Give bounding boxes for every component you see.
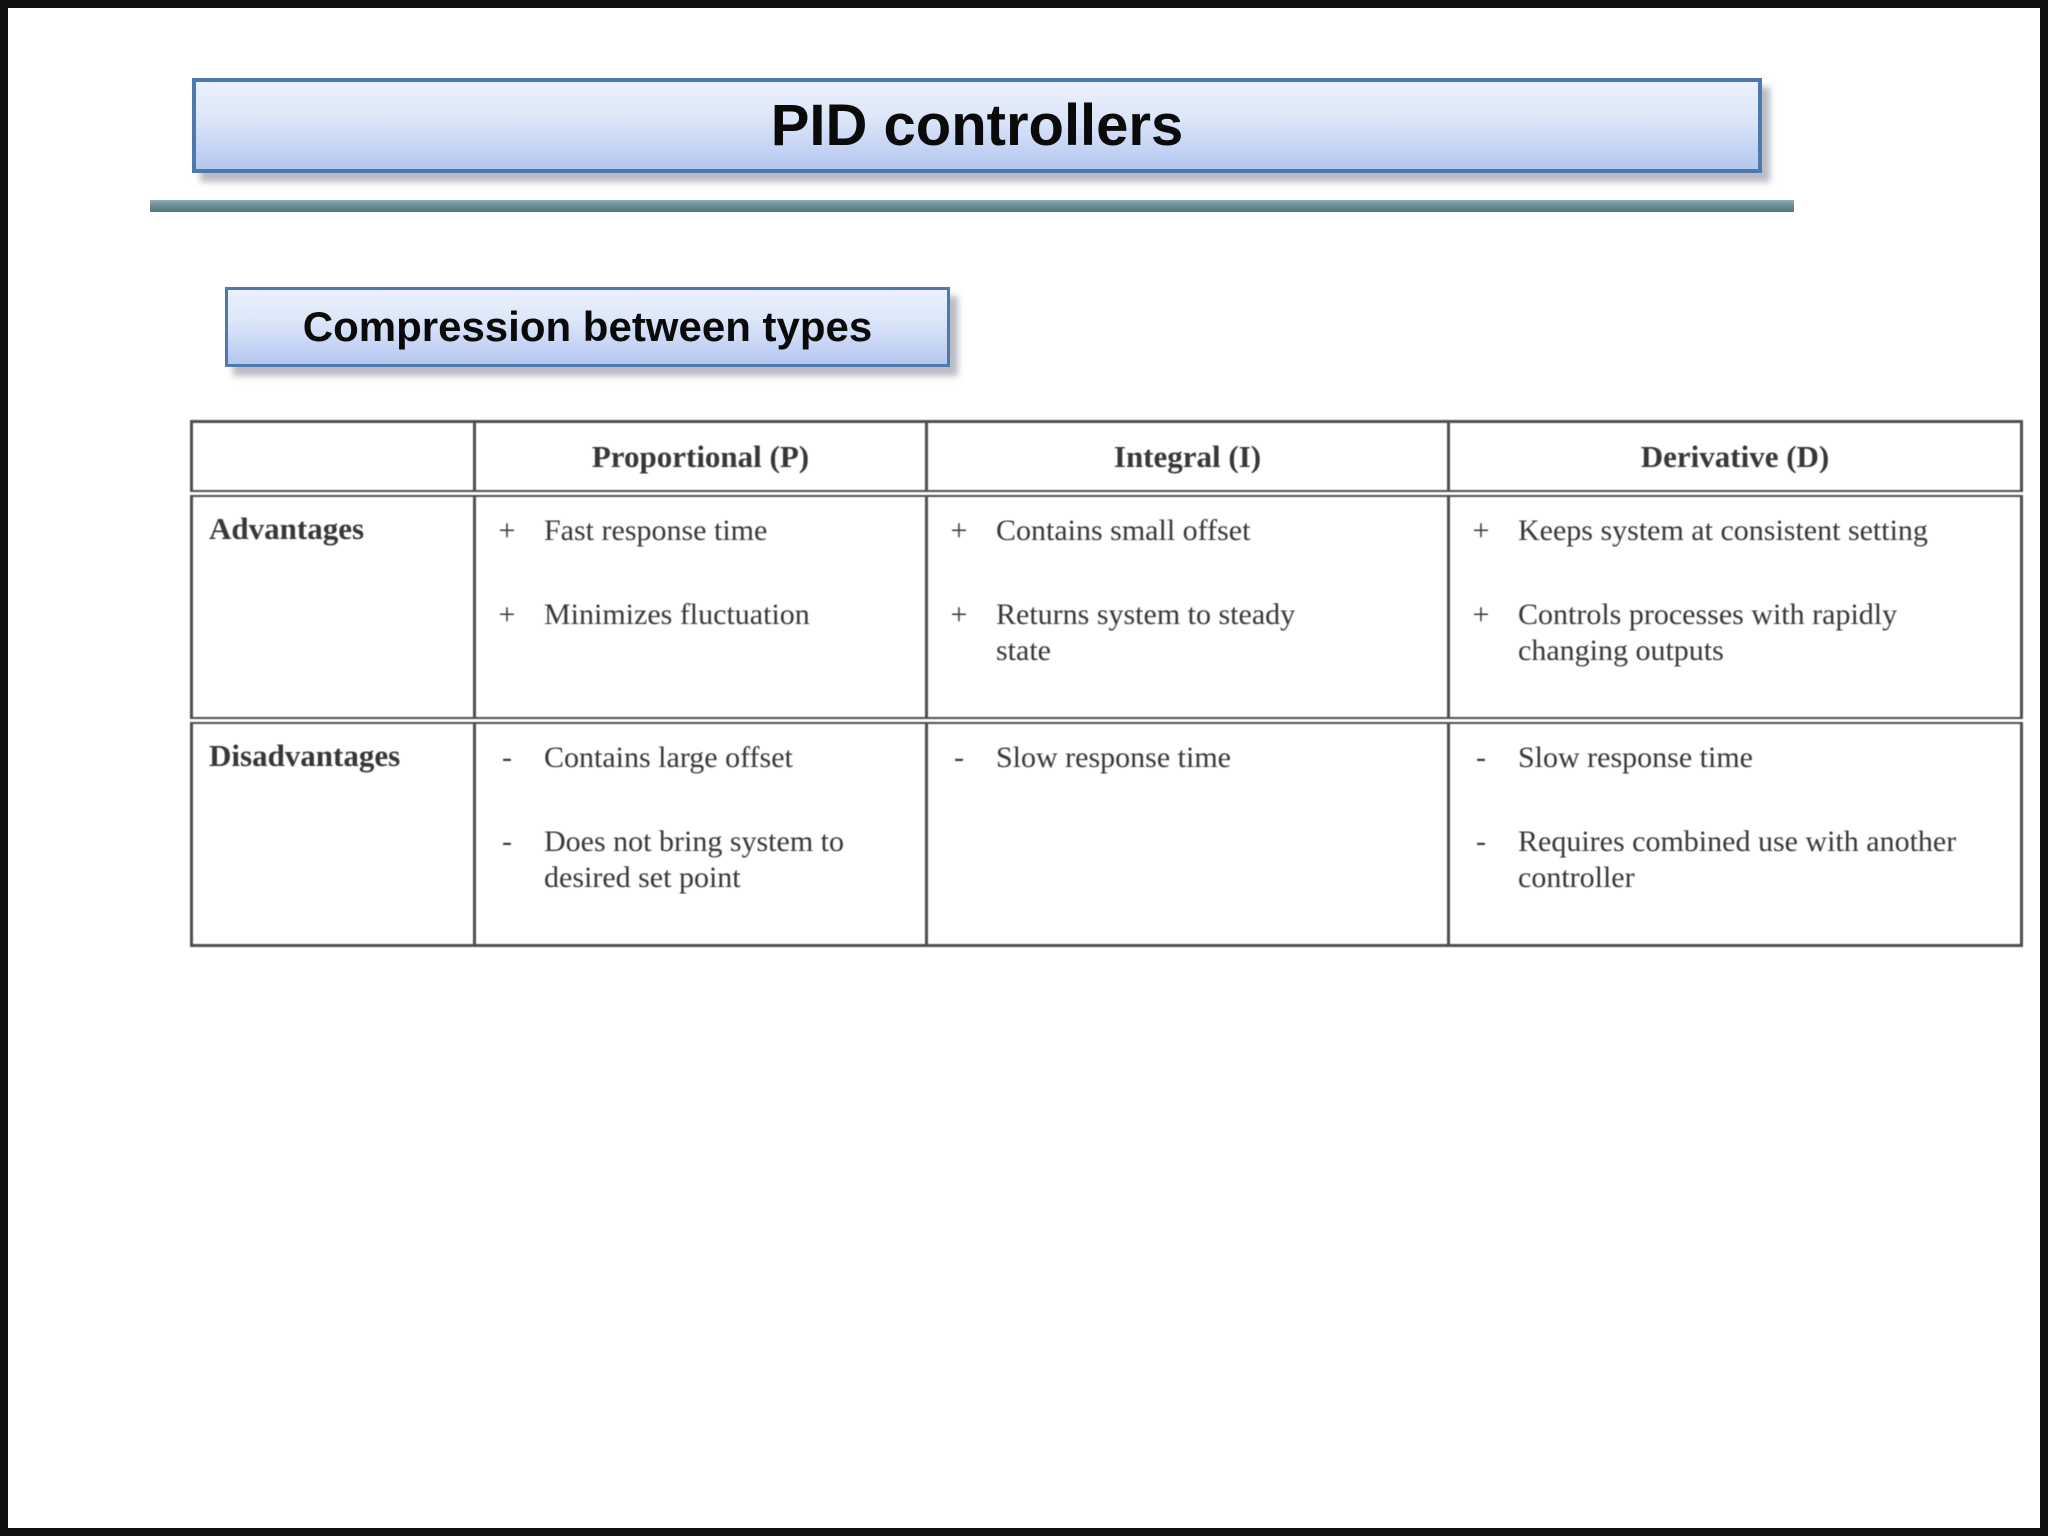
- title-banner: PID controllers: [192, 78, 1762, 173]
- list-item: + Returns system to steady state: [942, 597, 1429, 669]
- table-row-disadvantages: Disadvantages - Contains large offset - …: [190, 719, 2023, 947]
- list-item: + Fast response time: [490, 513, 907, 549]
- table-header: Proportional (P) Integral (I) Derivative…: [190, 420, 2023, 497]
- list-item-text: Contains large offset: [544, 741, 793, 774]
- subtitle-banner: Compression between types: [225, 287, 950, 367]
- list-item: + Contains small offset: [942, 513, 1429, 549]
- subtitle: Compression between types: [302, 303, 873, 350]
- list-item: + Minimizes fluctuation: [490, 597, 907, 633]
- column-header-proportional: Proportional (P): [473, 420, 928, 497]
- minus-marker: -: [954, 741, 964, 774]
- list-item-text: Fast response time: [544, 514, 768, 547]
- list-item: - Slow response time: [1464, 740, 2002, 776]
- table-row-advantages: Advantages + Fast response time + Minimi…: [190, 492, 2023, 724]
- list-item-text: Slow response time: [1518, 741, 1753, 774]
- cell-advantages-proportional: + Fast response time + Minimizes fluctua…: [473, 492, 928, 724]
- plus-marker: +: [950, 514, 968, 547]
- row-label-advantages: Advantages: [190, 492, 476, 724]
- list-item: + Keeps system at consistent setting: [1464, 513, 2002, 549]
- row-label-disadvantages: Disadvantages: [190, 719, 476, 947]
- minus-marker: -: [502, 741, 512, 774]
- list-item: - Does not bring system to desired set p…: [490, 824, 907, 896]
- corner-cell: [190, 420, 476, 497]
- plus-marker: +: [950, 598, 968, 631]
- plus-marker: +: [498, 598, 516, 631]
- cell-disadvantages-integral: - Slow response time: [925, 719, 1450, 947]
- list-item-text: Controls processes with rapidly changing…: [1518, 598, 1898, 667]
- list-item-text: Minimizes fluctuation: [544, 598, 810, 631]
- cell-advantages-derivative: + Keeps system at consistent setting + C…: [1447, 492, 2023, 724]
- plus-marker: +: [1472, 598, 1490, 631]
- list-item: - Contains large offset: [490, 740, 907, 776]
- plus-marker: +: [1472, 514, 1490, 547]
- plus-marker: +: [498, 514, 516, 547]
- cell-disadvantages-proportional: - Contains large offset - Does not bring…: [473, 719, 928, 947]
- cell-advantages-integral: + Contains small offset + Returns system…: [925, 492, 1450, 724]
- column-header-integral: Integral (I): [925, 420, 1450, 497]
- list-item: + Controls processes with rapidly changi…: [1464, 597, 2002, 669]
- minus-marker: -: [1476, 741, 1486, 774]
- cell-disadvantages-derivative: - Slow response time - Requires combined…: [1447, 719, 2023, 947]
- page-title: PID controllers: [770, 93, 1184, 158]
- list-item-text: Requires combined use with another contr…: [1518, 825, 1957, 894]
- minus-marker: -: [1476, 825, 1486, 858]
- list-item-text: Slow response time: [996, 741, 1231, 774]
- list-item-text: Does not bring system to desired set poi…: [544, 825, 844, 894]
- list-item-text: Keeps system at consistent setting: [1518, 514, 1928, 547]
- minus-marker: -: [502, 825, 512, 858]
- list-item-text: Returns system to steady state: [996, 598, 1296, 667]
- list-item: - Slow response time: [942, 740, 1429, 776]
- column-header-derivative: Derivative (D): [1447, 420, 2023, 497]
- divider-line: [150, 200, 1794, 212]
- header-row: Proportional (P) Integral (I) Derivative…: [190, 420, 2023, 497]
- list-item-text: Contains small offset: [996, 514, 1251, 547]
- list-item: - Requires combined use with another con…: [1464, 824, 2002, 896]
- comparison-table: Proportional (P) Integral (I) Derivative…: [190, 420, 2023, 947]
